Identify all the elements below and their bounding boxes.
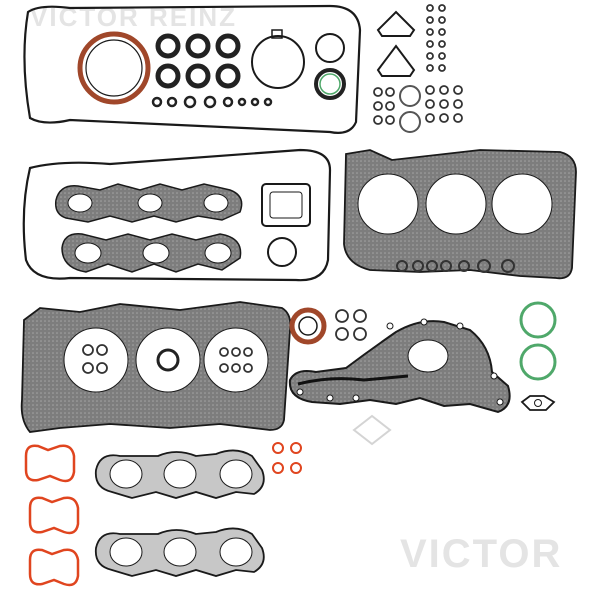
water-pump-gasket	[288, 320, 511, 414]
green-seal-lower	[519, 343, 557, 381]
o-ring-large-top	[315, 33, 345, 63]
crankshaft-front-seal	[289, 307, 327, 345]
throttle-body-gasket	[261, 183, 311, 227]
triangle-gasket-upper	[376, 10, 416, 37]
o-ring-mid-right-2	[399, 111, 421, 133]
green-seal-top	[314, 68, 346, 100]
small-orings-center	[335, 309, 367, 341]
rear-main-seal	[77, 31, 151, 105]
small-orings-red	[272, 442, 302, 474]
small-gasket-right	[520, 395, 556, 411]
o-ring-throttle	[267, 237, 297, 267]
intake-seals-red	[24, 444, 80, 587]
valve-cover-gasket-left	[23, 4, 362, 134]
small-orings-column	[373, 4, 463, 125]
tube-seal	[251, 35, 305, 89]
green-seal-upper	[519, 301, 557, 339]
watermark-logo	[352, 414, 392, 446]
camshaft-seals	[155, 33, 241, 89]
valve-cover-gasket-right	[22, 148, 332, 282]
small-orings-under-head	[396, 259, 515, 273]
triangle-gasket-lower	[376, 44, 416, 77]
watermark-bottom: VICTOR	[400, 532, 563, 576]
o-ring-mid-right	[399, 85, 421, 107]
small-orings-row	[151, 95, 273, 109]
